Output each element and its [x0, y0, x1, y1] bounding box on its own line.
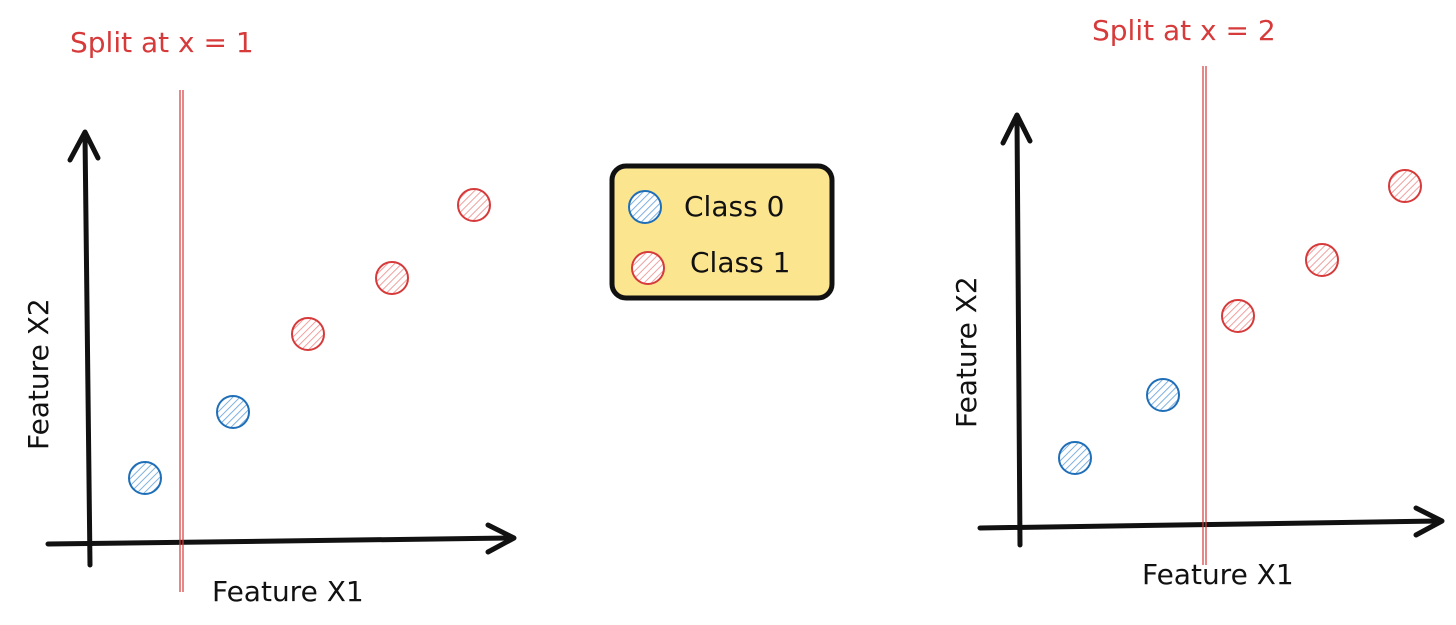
- left-scatter-panel: Split at x = 1 Feature X1 Feature X2: [22, 26, 517, 608]
- y-axis-label: Feature X2: [950, 276, 983, 428]
- legend-class1-label: Class 1: [690, 246, 790, 279]
- legend-box: [609, 163, 835, 301]
- legend: Class 0 Class 1: [609, 163, 835, 301]
- legend-class0-marker: [628, 190, 662, 224]
- x-axis-arrow: [485, 522, 517, 555]
- right-scatter-panel: Split at x = 2 Feature X1 Feature X2: [950, 14, 1445, 591]
- x-axis: [45, 535, 515, 547]
- class1-point: [457, 188, 491, 222]
- x-axis-label: Feature X1: [212, 575, 364, 608]
- x-axis-label: Feature X1: [1142, 558, 1294, 591]
- class0-point: [216, 395, 250, 429]
- legend-class0-label: Class 0: [684, 190, 784, 223]
- class1-point: [1305, 243, 1339, 277]
- class0-point: [128, 461, 162, 495]
- y-axis: [82, 132, 93, 568]
- class1-point: [1221, 299, 1255, 333]
- class0-point: [1146, 378, 1180, 412]
- legend-class1-marker: [631, 251, 665, 285]
- x-axis: [977, 518, 1443, 531]
- split-label: Split at x = 1: [70, 26, 254, 59]
- class1-point: [375, 261, 409, 295]
- y-axis-arrow: [67, 129, 101, 163]
- y-axis-arrow: [1000, 112, 1033, 146]
- class1-point: [1388, 169, 1422, 203]
- class1-point: [291, 317, 325, 351]
- split-label: Split at x = 2: [1092, 14, 1276, 47]
- y-axis-label: Feature X2: [22, 298, 55, 450]
- y-axis: [1014, 115, 1023, 548]
- class0-point: [1058, 441, 1092, 475]
- x-axis-arrow: [1413, 505, 1445, 538]
